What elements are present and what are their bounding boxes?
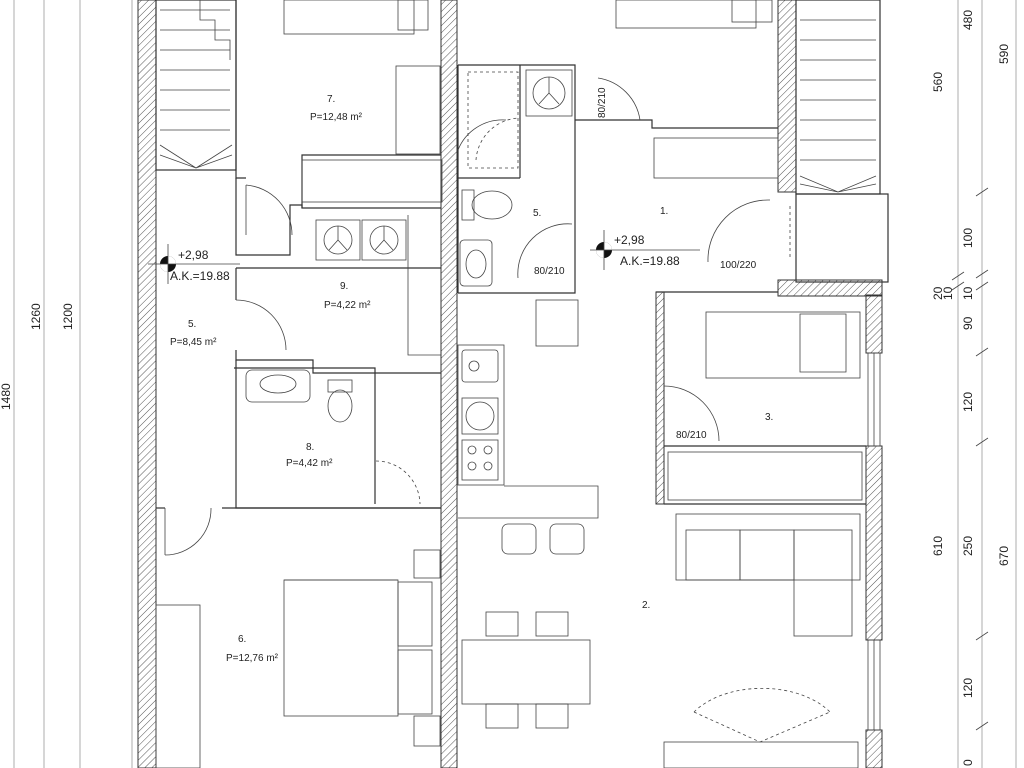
dimension-label: 10 [941, 286, 955, 300]
interior-walls [156, 0, 866, 509]
room-number: 3. [765, 412, 773, 423]
level-marker-right [590, 230, 700, 270]
dimension-label: 1260 [29, 303, 43, 330]
dimension-label: 120 [961, 678, 975, 698]
room-labels: 7. P=12,48 m² 9. P=4,22 m² 5. P=8,45 m² … [170, 94, 773, 664]
exterior-walls [137, 0, 883, 768]
dimension-lines-right [951, 0, 1017, 768]
room-area: P=4,42 m² [286, 458, 333, 469]
furniture [155, 65, 863, 768]
dimension-label: 590 [997, 44, 1011, 64]
bathroom-fixtures [245, 71, 519, 423]
room-area: P=12,48 m² [310, 112, 363, 123]
sofa [675, 513, 861, 637]
room-area: P=4,22 m² [324, 300, 371, 311]
door-labels: 80/210 80/210 100/220 80/210 [534, 87, 757, 441]
bed-room6 [283, 549, 441, 747]
door-size: 80/210 [597, 87, 608, 118]
windows [867, 352, 881, 731]
dimension-label: 1480 [0, 383, 13, 410]
room-number: 6. [238, 634, 246, 645]
dimension-label: 0 [961, 759, 975, 766]
door-size: 80/210 [676, 430, 707, 441]
room-number: 8. [306, 442, 314, 453]
dimension-lines-left [13, 0, 133, 768]
staircase-left [155, 0, 237, 171]
room-number: 7. [327, 94, 335, 105]
room-number: 9. [340, 281, 348, 292]
bed-top-center [615, 0, 773, 29]
level-ak: A.K.=19.88 [170, 269, 230, 283]
room-number: 2. [642, 600, 650, 611]
door-size: 80/210 [534, 266, 565, 277]
room-area: P=12,76 m² [226, 653, 279, 664]
bed-room7 [283, 0, 429, 35]
level-height: +2,98 [178, 248, 209, 262]
level-height: +2,98 [614, 233, 645, 247]
door-size: 100/220 [720, 260, 757, 271]
dimension-label: 90 [961, 316, 975, 330]
dimension-label: 100 [961, 228, 975, 248]
dimension-label: 1200 [61, 303, 75, 330]
dimension-label: 560 [931, 72, 945, 92]
room-number: 5. [188, 319, 196, 330]
kitchen [457, 344, 599, 555]
level-marker-left [148, 244, 240, 284]
staircase-right [795, 0, 889, 283]
dining-set [461, 611, 591, 729]
washing-machines [315, 69, 573, 261]
level-labels: +2,98 A.K.=19.88 +2,98 A.K.=19.88 [170, 233, 680, 283]
dimension-label: 10 [961, 286, 975, 300]
left-dimension-labels: 1480 1260 1200 [0, 303, 75, 410]
dimension-label: 670 [997, 546, 1011, 566]
dimension-label: 480 [961, 10, 975, 30]
room-number: 5. [533, 208, 541, 219]
room-number: 1. [660, 206, 668, 217]
bed-room3 [705, 311, 861, 379]
tv-unit [663, 687, 859, 768]
dimension-label: 610 [931, 536, 945, 556]
room-area: P=8,45 m² [170, 337, 217, 348]
dimension-label: 250 [961, 536, 975, 556]
dimension-label: 120 [961, 392, 975, 412]
doors [164, 77, 791, 556]
dimension-label: 20 [931, 286, 945, 300]
right-dimension-labels: 480 560 100 20 10 90 120 610 250 120 0 5… [931, 10, 1011, 766]
level-ak: A.K.=19.88 [620, 254, 680, 268]
